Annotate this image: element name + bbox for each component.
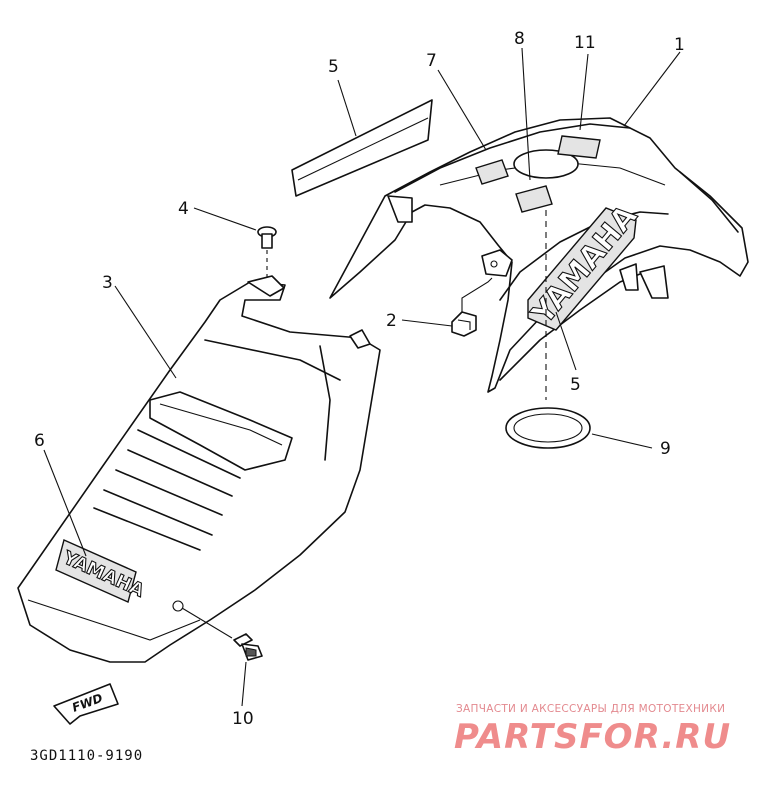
- rear-cowl-part: YAMAHA: [17, 275, 381, 663]
- callout-5-lower: 5: [570, 375, 581, 395]
- screw-part-top: [257, 226, 277, 282]
- decal-strip-part: [291, 99, 433, 197]
- callout-6: 6: [34, 431, 45, 451]
- callout-2: 2: [386, 311, 397, 331]
- tank-cover-part: YAMAHA: [329, 117, 749, 393]
- bolt-part-bottom: [233, 633, 263, 661]
- callout-8: 8: [514, 29, 525, 49]
- callout-1: 1: [674, 35, 685, 55]
- callout-3: 3: [102, 273, 113, 293]
- watermark-brand: PARTSFOR.RU: [454, 717, 731, 757]
- decal-square-part: [475, 159, 509, 185]
- forward-arrow-icon: FWD: [53, 683, 119, 725]
- clip-nut-part: [451, 277, 493, 337]
- caution-label-part: [515, 185, 553, 213]
- callout-5: 5: [328, 57, 339, 77]
- callout-7: 7: [426, 51, 437, 71]
- filler-ring-part: [505, 407, 591, 449]
- diagram-part-code: 3GD1110-9190: [30, 748, 143, 764]
- callout-4: 4: [178, 199, 189, 219]
- callout-10: 10: [232, 709, 254, 729]
- callout-9: 9: [660, 439, 671, 459]
- watermark-tagline: ЗАПЧАСТИ И АКСЕССУАРЫ ДЛЯ МОТОТЕХНИКИ: [456, 703, 725, 715]
- callout-11: 11: [574, 33, 596, 53]
- fuel-label-part: [557, 135, 601, 159]
